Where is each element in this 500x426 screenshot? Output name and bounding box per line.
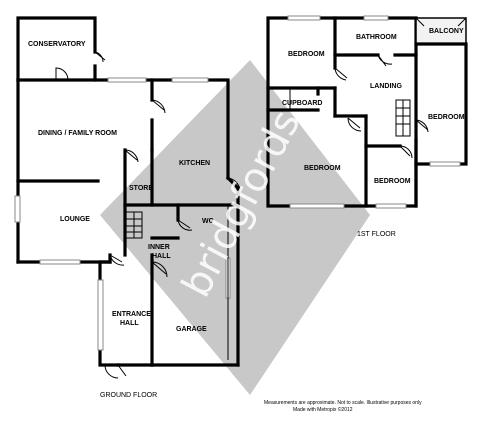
room-label-cupboard: CUPBOARD bbox=[282, 100, 322, 107]
footer-credit: Made with Metropix ©2012 bbox=[293, 406, 353, 413]
room-label-balcony: BALCONY bbox=[429, 28, 464, 35]
room-label-lounge: LOUNGE bbox=[60, 216, 90, 223]
watermark-diamond bbox=[100, 60, 370, 395]
room-label-bedroom-1: BEDROOM bbox=[288, 51, 325, 58]
room-label-entrance-hall-line1: ENTRANCE bbox=[112, 311, 151, 318]
room-label-bedroom-4: BEDROOM bbox=[428, 114, 465, 121]
room-label-bedroom-2: BEDROOM bbox=[304, 165, 341, 172]
floor-label-first: 1ST FLOOR bbox=[357, 231, 396, 238]
room-label-bedroom-3: BEDROOM bbox=[374, 178, 411, 185]
room-label-bathroom: BATHROOM bbox=[356, 34, 397, 41]
room-label-inner-hall-line1: INNER bbox=[148, 244, 170, 251]
footer-disclaimer: Measurements are approximate. Not to sca… bbox=[264, 400, 422, 406]
room-label-kitchen: KITCHEN bbox=[179, 160, 210, 167]
room-label-dining: DINING / FAMILY ROOM bbox=[38, 130, 117, 137]
room-label-landing: LANDING bbox=[370, 83, 402, 90]
first-floor-plan bbox=[266, 15, 468, 209]
room-label-wc: WC bbox=[202, 218, 214, 225]
room-label-garage: GARAGE bbox=[176, 326, 207, 333]
ground-floor-plan bbox=[14, 16, 241, 379]
room-label-store: STORE bbox=[129, 185, 153, 192]
floor-label-ground: GROUND FLOOR bbox=[100, 392, 157, 399]
room-label-conservatory: CONSERVATORY bbox=[28, 41, 86, 48]
room-label-entrance-hall-line2: HALL bbox=[120, 320, 139, 327]
room-label-inner-hall-line2: HALL bbox=[152, 253, 171, 260]
